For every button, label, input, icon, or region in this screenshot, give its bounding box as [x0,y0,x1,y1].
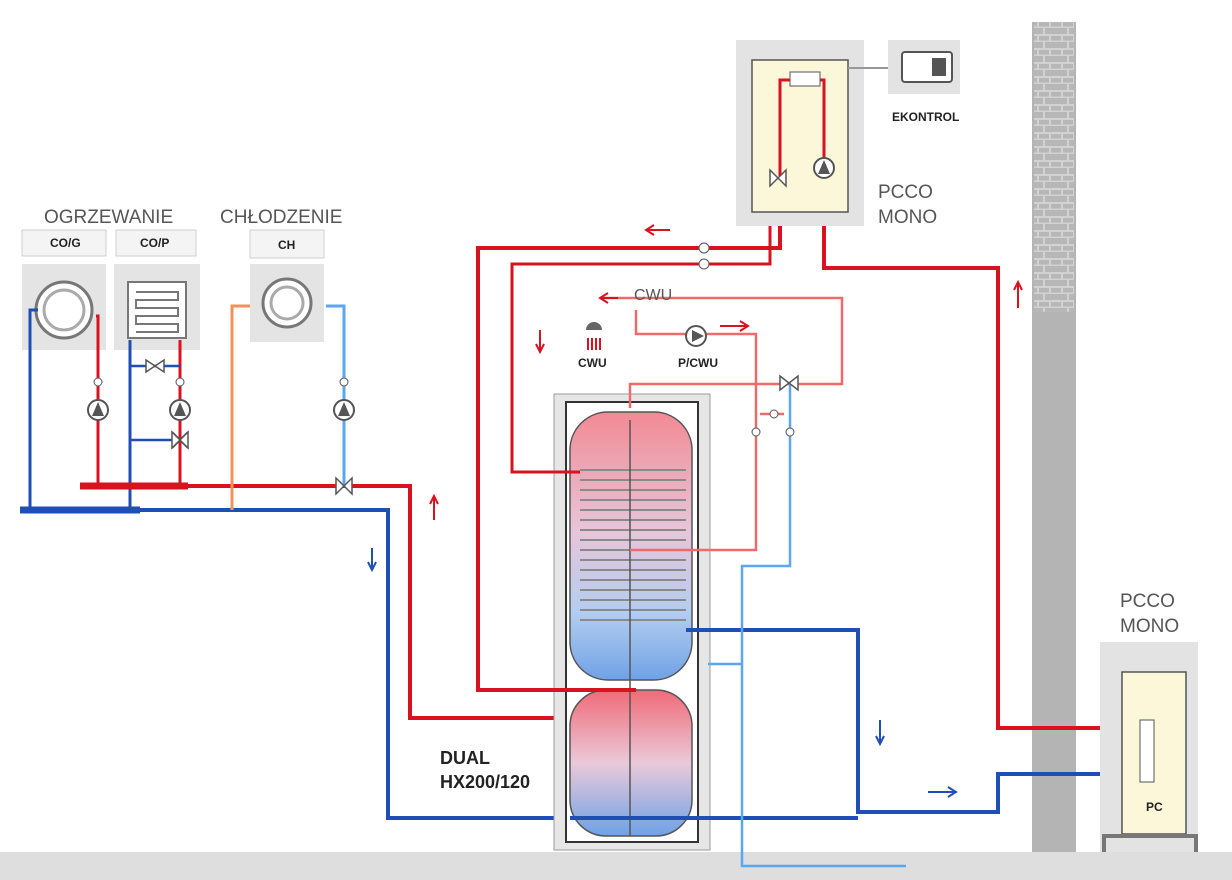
fittings [698,242,795,437]
cog-fancoil-icon [34,280,94,340]
pc-connector [1139,719,1155,783]
ch-return-pipe [326,304,346,486]
heating-supply-main [188,484,570,720]
pc-feet [1102,834,1198,852]
pcco-top-label-2: MONO [878,207,938,228]
cop-label: CO/P [140,236,170,250]
hp-return-pipe [510,176,772,474]
ch-fancoil-icon [261,277,313,329]
ekontrol-label: EKONTROL [892,110,960,124]
floor [0,852,1232,880]
heating-label: OGRZEWANIE [44,207,174,228]
cop-bypass-valve-icon [145,358,165,374]
flow-arrows [367,224,1023,798]
ekontrol-icon [901,51,953,83]
cog-tag-box [21,229,107,257]
cop-mixing-valve-icon [171,430,189,450]
cog-pump-icon [87,399,109,421]
pcco-top-label-1: PCCO [878,182,933,203]
ch-label: CH [278,238,296,252]
pcwu-label: P/CWU [678,356,718,370]
cwu-tap-label: CWU [578,356,607,370]
pc-label: PC [1146,800,1163,814]
dhw-pump-line [630,310,758,552]
lower-tank [569,689,693,837]
sensor-icons [93,377,349,387]
tank-model-line2: HX200/120 [440,772,531,792]
ch-pump-icon [333,399,355,421]
cooling-label: CHŁODZENIE [220,207,343,228]
cop-tag-box [115,229,197,257]
ch-valve-icon [335,476,353,496]
pcco-right-label-2: MONO [1120,616,1180,637]
cog-supply-pipe [96,314,100,486]
shower-icon [586,322,602,350]
chimney-brick [1034,22,1074,312]
heating-return-main [140,508,570,820]
pcco-valve-icon [769,168,787,188]
dhw-valve-icon [779,374,799,392]
cop-pump-icon [169,399,191,421]
ch-tag-box [249,229,325,259]
upper-tank [569,411,693,681]
tank-model-line1: DUAL [440,748,490,768]
cog-label: CO/G [50,236,81,250]
outdoor-unit-supply [822,176,1146,730]
outdoor-unit-return [686,628,1146,814]
cog-return-pipe [28,308,38,510]
ch-supply-pipe [230,304,250,510]
cop-floor-coil-icon [127,281,187,339]
pcco-pump-icon [813,157,835,179]
cold-water-supply [740,384,906,868]
dhw-pump-icon [685,325,707,347]
cwu-top-label: CWU [634,287,673,304]
dhw-loop [600,296,844,408]
pcco-right-label-1: PCCO [1120,591,1175,612]
heater-icon [789,71,821,87]
